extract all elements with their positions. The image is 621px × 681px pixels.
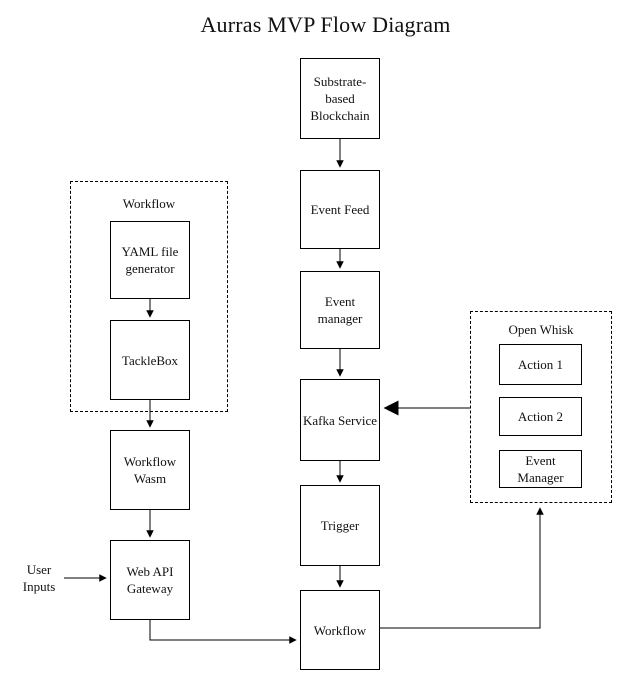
node-openwhisk-event-manager: Event Manager (499, 450, 582, 488)
node-event-feed: Event Feed (300, 170, 380, 249)
node-workflow-wasm: Workflow Wasm (110, 430, 190, 510)
node-yaml-file-generator: YAML file generator (110, 221, 190, 299)
node-tacklebox: TackleBox (110, 320, 190, 400)
node-web-api-gateway: Web API Gateway (110, 540, 190, 620)
node-action-1: Action 1 (499, 344, 582, 385)
node-workflow: Workflow (300, 590, 380, 670)
diagram-title: Aurras MVP Flow Diagram (200, 12, 451, 37)
open-whisk-group: Open Whisk (470, 311, 612, 503)
edge-workflow-to-openwhisk (380, 507, 544, 629)
open-whisk-group-label: Open Whisk (508, 322, 574, 337)
workflow-group-label: Workflow (122, 196, 176, 211)
node-substrate-blockchain: Substrate-based Blockchain (300, 58, 380, 139)
user-inputs-label: User Inputs (22, 562, 56, 594)
node-action-2: Action 2 (499, 397, 582, 436)
node-kafka-service: Kafka Service (300, 379, 380, 461)
node-trigger: Trigger (300, 485, 380, 566)
edge-gateway-to-workflow (149, 620, 297, 644)
workflow-group: Workflow (70, 181, 228, 412)
node-event-manager: Event manager (300, 271, 380, 349)
